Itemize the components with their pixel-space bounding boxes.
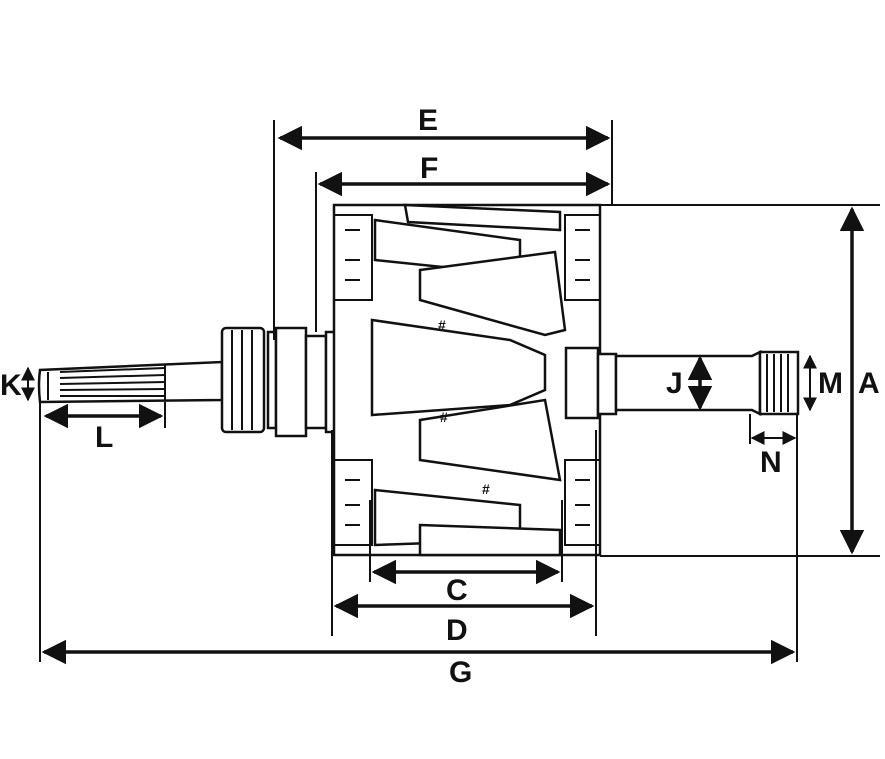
pole-body: # # #	[332, 203, 602, 557]
dimension-lines	[21, 120, 880, 665]
rotor-drawing: # # #	[37, 203, 800, 557]
left-shaft	[37, 360, 224, 404]
label-m: M	[818, 367, 843, 400]
svg-text:#: #	[482, 481, 490, 497]
label-k: K	[0, 369, 22, 402]
svg-text:#: #	[438, 317, 446, 333]
dimension-labels: E F C D G L N A J M K	[0, 104, 880, 689]
label-e: E	[418, 104, 438, 137]
label-d: D	[446, 614, 468, 647]
svg-text:#: #	[440, 409, 448, 425]
label-a: A	[858, 367, 880, 400]
label-j: J	[666, 367, 683, 400]
label-g: G	[449, 656, 472, 689]
label-f: F	[420, 152, 438, 185]
label-n: N	[760, 446, 782, 479]
label-c: C	[446, 574, 468, 607]
label-l: L	[95, 421, 113, 454]
